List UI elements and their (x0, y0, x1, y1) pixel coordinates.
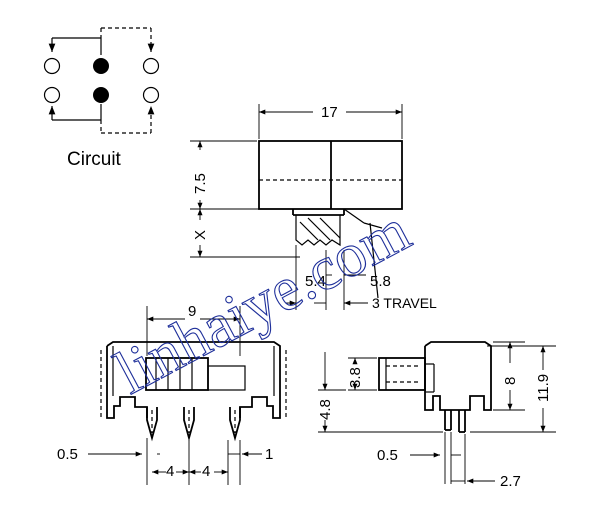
body-height-label: 4.8 (317, 399, 334, 420)
pin-offset-label: 2.7 (500, 473, 521, 490)
top-view: 17 7.5 X 5.4 5.8 3 TRAVEL (190, 104, 437, 311)
edge-label: 1 (265, 446, 273, 463)
terminal-open (43, 86, 61, 104)
knob-height-label: 3.8 (347, 367, 364, 388)
front-view: 9 4 4 0.5 1 (57, 303, 287, 485)
pitch-right-label: 4 (202, 463, 210, 480)
top-height-label: 7.5 (192, 173, 209, 194)
top-width-label: 17 (321, 104, 338, 121)
left-offset-label: 5.4 (305, 273, 326, 290)
terminal-open (142, 86, 160, 104)
pitch-left-label: 4 (166, 463, 174, 480)
front-width-label: 9 (188, 303, 196, 320)
travel-label: 3 TRAVEL (372, 295, 437, 311)
terminal-common (93, 58, 109, 74)
terminal-open (43, 57, 61, 75)
circuit-label: Circuit (67, 149, 122, 170)
overall-height-label: 11.9 (535, 374, 552, 402)
front-pin-thickness-label: 0.5 (57, 446, 78, 463)
right-offset-label: 5.8 (370, 273, 391, 290)
side-pin-thickness-label: 0.5 (377, 447, 398, 464)
terminal-common (93, 87, 109, 103)
terminal-open (142, 57, 160, 75)
circuit-diagram: Circuit (43, 27, 160, 170)
side-view: 3.8 4.8 8 11.9 0.5 2.7 (317, 341, 556, 490)
total-height-label: 8 (502, 377, 519, 385)
x-dimension-label: X (192, 230, 209, 240)
